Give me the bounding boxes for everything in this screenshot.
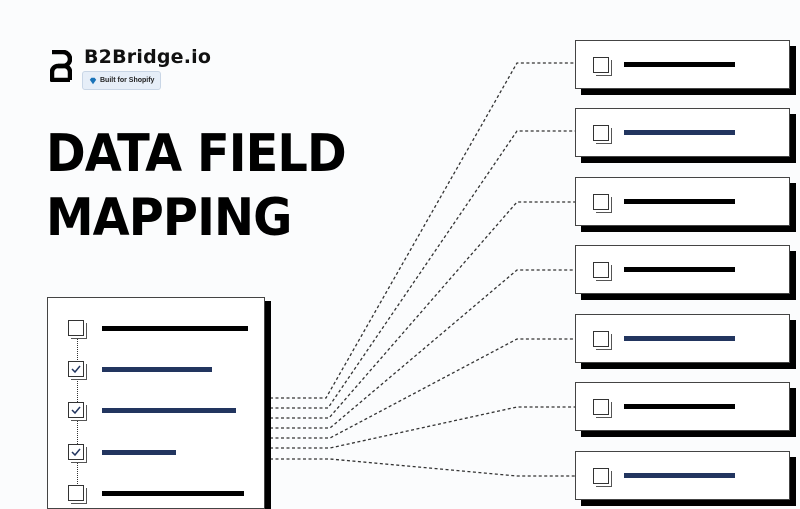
source-field-row[interactable]: [48, 485, 264, 505]
field-bar: [102, 326, 248, 331]
checkbox-unchecked[interactable]: [593, 331, 609, 347]
checkbox-unchecked[interactable]: [68, 320, 84, 336]
target-field-card[interactable]: [575, 108, 790, 157]
checkbox-checked[interactable]: [68, 402, 84, 418]
field-bar: [102, 450, 176, 455]
checkbox-checked[interactable]: [68, 361, 84, 377]
field-bar: [624, 62, 735, 67]
field-bar: [624, 199, 735, 204]
field-bar: [624, 130, 735, 135]
checkbox-unchecked[interactable]: [593, 125, 609, 141]
target-field-card[interactable]: [575, 314, 790, 363]
field-bar: [624, 473, 735, 478]
source-field-row[interactable]: [48, 320, 264, 340]
checkbox-checked[interactable]: [68, 444, 84, 460]
field-bar: [102, 408, 236, 413]
checkbox-unchecked[interactable]: [593, 262, 609, 278]
brand-name: B2Bridge.io: [84, 46, 212, 68]
checkmark-icon: [71, 365, 81, 374]
field-bar: [102, 491, 244, 496]
checkbox-unchecked[interactable]: [593, 399, 609, 415]
field-bar: [624, 336, 735, 341]
target-field-card[interactable]: [575, 40, 790, 89]
source-field-row[interactable]: [48, 361, 264, 381]
target-field-card[interactable]: [575, 177, 790, 226]
target-field-card[interactable]: [575, 451, 790, 500]
field-bar: [624, 267, 735, 272]
field-bar: [102, 367, 212, 372]
checkbox-unchecked[interactable]: [593, 194, 609, 210]
checkmark-icon: [71, 406, 81, 415]
page-title-line1: DATA FIELD: [46, 124, 347, 184]
field-bar: [624, 404, 735, 409]
page-title-line2: MAPPING: [46, 188, 292, 248]
checkbox-unchecked[interactable]: [593, 468, 609, 484]
source-fields-panel: [47, 297, 265, 509]
target-field-card[interactable]: [575, 382, 790, 431]
target-field-card[interactable]: [575, 245, 790, 294]
badge-label: Built for Shopify: [100, 77, 155, 84]
b2-logo-icon: [50, 50, 72, 82]
checkbox-unchecked[interactable]: [593, 57, 609, 73]
shopify-badge[interactable]: Built for Shopify: [82, 71, 162, 90]
checkbox-unchecked[interactable]: [68, 485, 84, 501]
diamond-icon: [89, 77, 97, 84]
source-field-row[interactable]: [48, 444, 264, 464]
source-field-row[interactable]: [48, 402, 264, 422]
checkmark-icon: [71, 448, 81, 457]
